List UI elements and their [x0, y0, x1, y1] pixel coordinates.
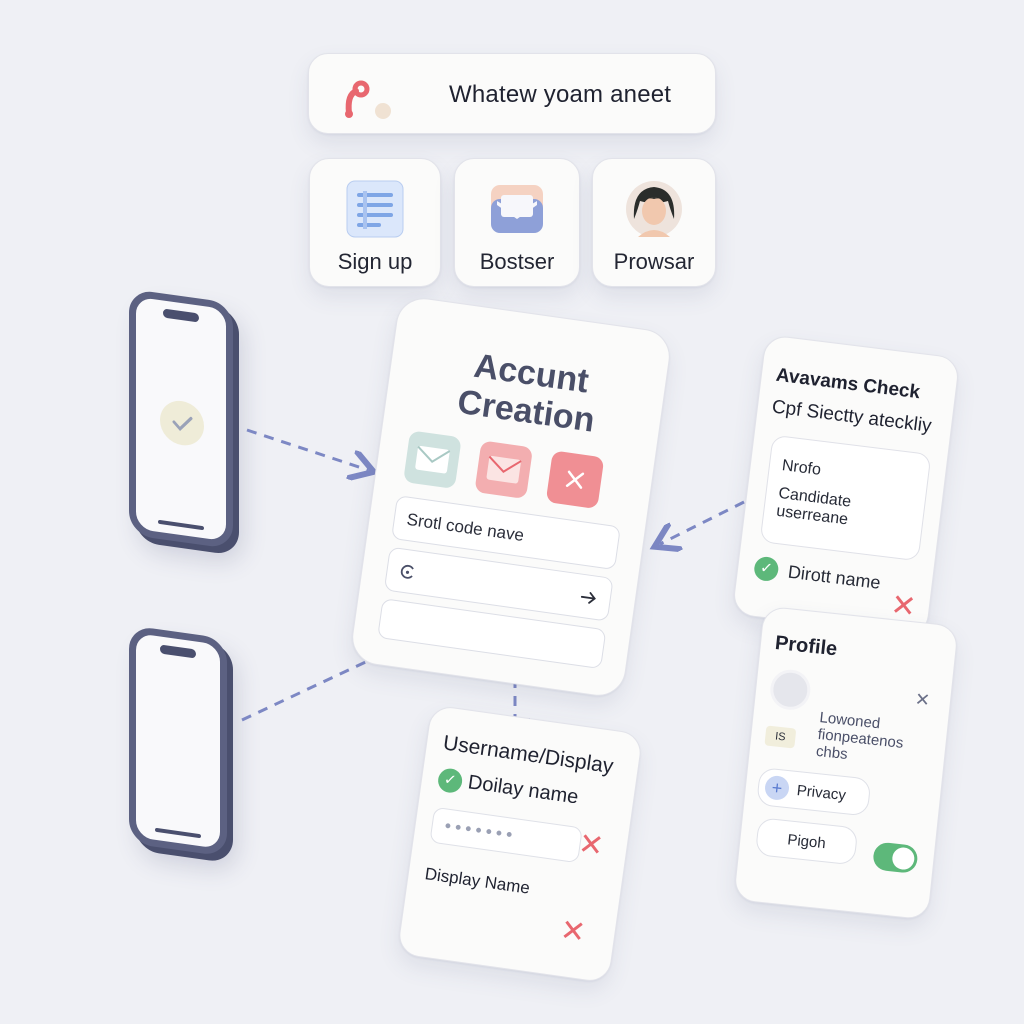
search-input[interactable] [383, 546, 614, 622]
check-icon [160, 398, 204, 449]
privacy-label: Privacy [795, 782, 847, 805]
tile-sign-up[interactable]: Sign up [309, 158, 441, 287]
username-display-card: Username/Display ✓ Doilay name ••••••• ✕… [396, 704, 644, 984]
mail-alert-icon[interactable] [474, 440, 534, 500]
avatar-icon [626, 181, 682, 237]
display-name-label: Doilay name [466, 771, 580, 809]
check-icon: ✓ [752, 555, 780, 583]
availability-check-card: Avavams Check Cpf Siectty ateckliy Nrofo… [731, 334, 961, 638]
privacy-button[interactable]: + Privacy [756, 767, 872, 817]
candidate-panel: Nrofo Candidate userreane [759, 434, 932, 562]
pigoh-label: Pigoh [786, 831, 827, 853]
candidate-username: Candidate userreane [775, 484, 853, 529]
card-heading: Avavams Check [774, 364, 922, 404]
tile-bostser[interactable]: Bostser [454, 158, 580, 287]
toggle-knob [891, 846, 916, 871]
error-x-icon: ✕ [576, 827, 606, 864]
mail-icon[interactable] [403, 430, 462, 490]
tile-prowsar[interactable]: Prowsar [592, 158, 716, 287]
tile-label: Bostser [479, 249, 555, 274]
avatar [768, 667, 813, 712]
pigoh-button[interactable]: Pigoh [754, 817, 859, 866]
search-title: Whatew yoam aneet [449, 81, 672, 108]
search-bar[interactable]: Whatew yoam aneet [308, 53, 716, 134]
close-icon[interactable]: ✕ [913, 688, 932, 711]
card-heading: Accunt Creation [444, 344, 613, 442]
check-icon: ✓ [436, 767, 464, 795]
tile-label: Prowsar [613, 249, 695, 274]
box-icon [491, 185, 543, 233]
card-heading: Profile [774, 631, 839, 661]
password-input[interactable]: ••••••• [429, 806, 583, 864]
connector-arrow [660, 500, 745, 544]
account-creation-card: Accunt Creation Srotl code nave [348, 294, 674, 700]
masked-dots: ••••••• [443, 815, 518, 846]
phone-device-top [129, 288, 233, 550]
toggle-switch[interactable] [872, 841, 919, 874]
badge: IS [764, 725, 797, 749]
search-icon [400, 564, 414, 579]
arrow-right-icon[interactable] [579, 589, 599, 607]
plus-icon: + [763, 774, 791, 802]
status-label: Dirott name [786, 561, 882, 593]
candidate-info: Nrofo [780, 457, 822, 479]
error-x-icon: ✕ [558, 913, 588, 950]
display-name-field-label: Display Name [423, 864, 532, 898]
profile-description: Lowoned fionpeatenos chbs [815, 709, 906, 769]
route-icon [345, 80, 391, 119]
close-icon[interactable] [545, 450, 605, 510]
profile-card: Profile ✕ Lowoned fionpeatenos chbs IS +… [733, 605, 959, 921]
connector-arrow [246, 428, 368, 470]
document-icon [346, 180, 404, 238]
code-name-placeholder: Srotl code nave [405, 509, 526, 546]
card-heading: Username/Display [441, 731, 615, 779]
tile-label: Sign up [337, 249, 413, 274]
